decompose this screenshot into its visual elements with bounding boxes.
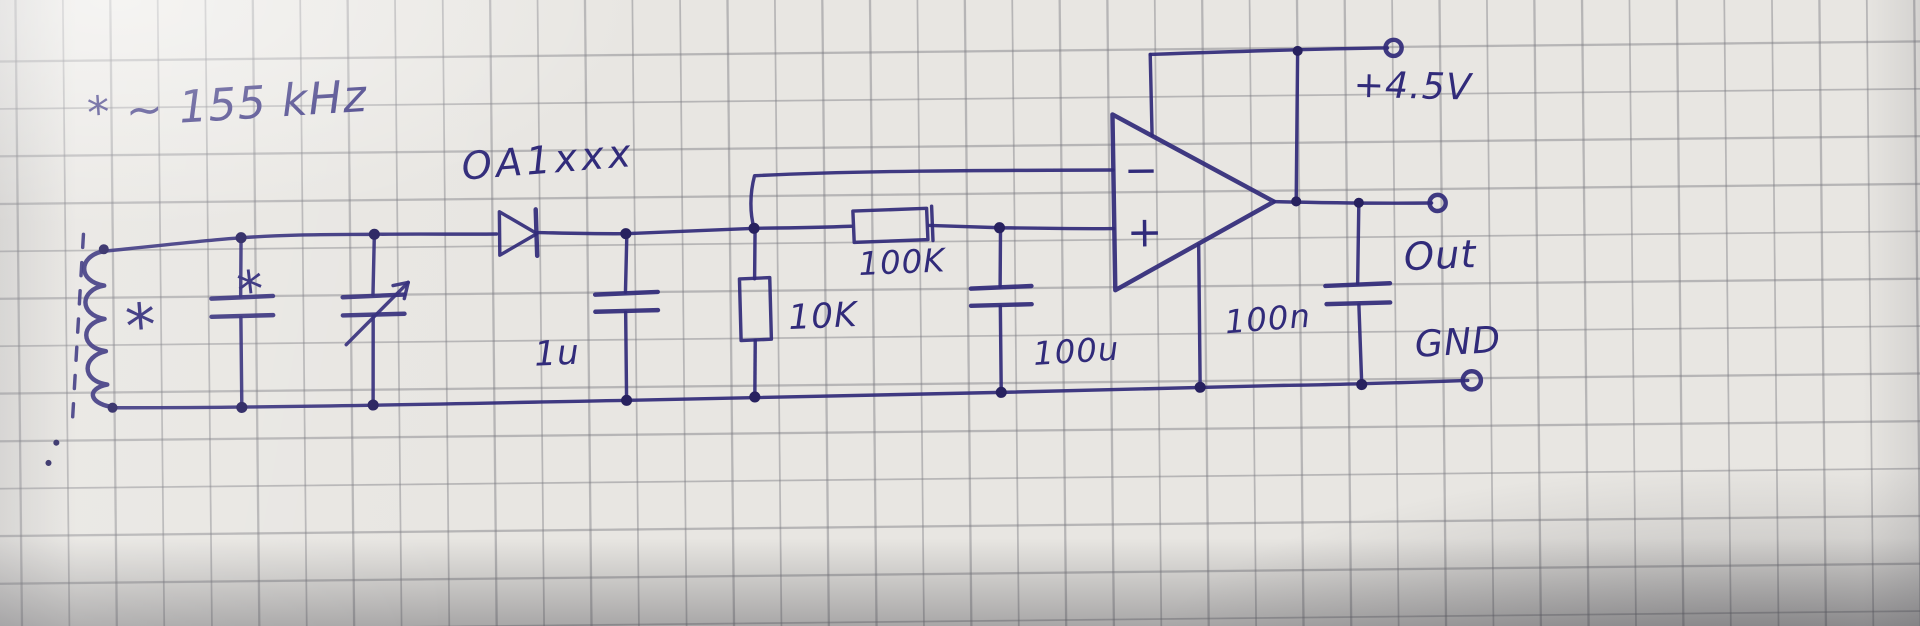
dash-dot <box>45 459 52 466</box>
junction-dot <box>748 222 760 234</box>
filter-capacitor-symbol <box>968 226 1034 395</box>
dash-dot <box>53 439 60 446</box>
resistor-10k-symbol <box>737 226 774 399</box>
wire-opamp-ground-pin <box>1196 243 1202 389</box>
junction-dot <box>621 394 633 406</box>
tank-cap-marker: * <box>234 259 269 323</box>
coil-marker: * <box>123 290 160 364</box>
inductor-symbol <box>82 249 113 409</box>
opamp-symbol: − + <box>1110 112 1277 293</box>
junction-dot <box>1356 378 1368 391</box>
output-cap-label: 100n <box>1223 296 1313 342</box>
junction-dot <box>620 228 632 240</box>
filter-cap-label: 100u <box>1032 329 1121 374</box>
opamp-noninverting-sign: + <box>1127 208 1163 257</box>
junction-dot <box>107 402 118 413</box>
junction-dot <box>1194 381 1206 393</box>
ground-label: GND <box>1413 319 1503 367</box>
junction-dot <box>367 399 379 411</box>
detector-capacitor-symbol <box>592 231 661 403</box>
wire-ground-rail <box>108 378 1470 410</box>
wire-top-main <box>101 223 1116 253</box>
junction-dot <box>235 232 247 244</box>
junction-dot <box>1292 45 1303 56</box>
load-resistor-label: 10K <box>787 294 859 339</box>
junction-dot <box>1291 196 1302 207</box>
coil-adjust-dashed-line <box>45 232 86 466</box>
variable-capacitor-symbol <box>340 232 410 407</box>
diode-symbol <box>497 207 540 259</box>
junction-dot <box>749 391 761 403</box>
detector-cap-label: 1u <box>533 332 581 375</box>
junction-dot <box>1353 197 1364 208</box>
output-label: Out <box>1402 231 1478 280</box>
output-capacitor-symbol <box>1323 201 1393 387</box>
resistor-100k-symbol <box>851 204 935 245</box>
series-resistor-label: 100K <box>857 240 947 284</box>
supply-label: +4.5V <box>1353 64 1473 109</box>
junction-dot <box>995 386 1007 398</box>
junction-dot <box>368 228 380 240</box>
opamp-inverting-sign: − <box>1124 146 1158 194</box>
junction-dot <box>236 401 248 413</box>
junction-dot <box>993 222 1006 234</box>
